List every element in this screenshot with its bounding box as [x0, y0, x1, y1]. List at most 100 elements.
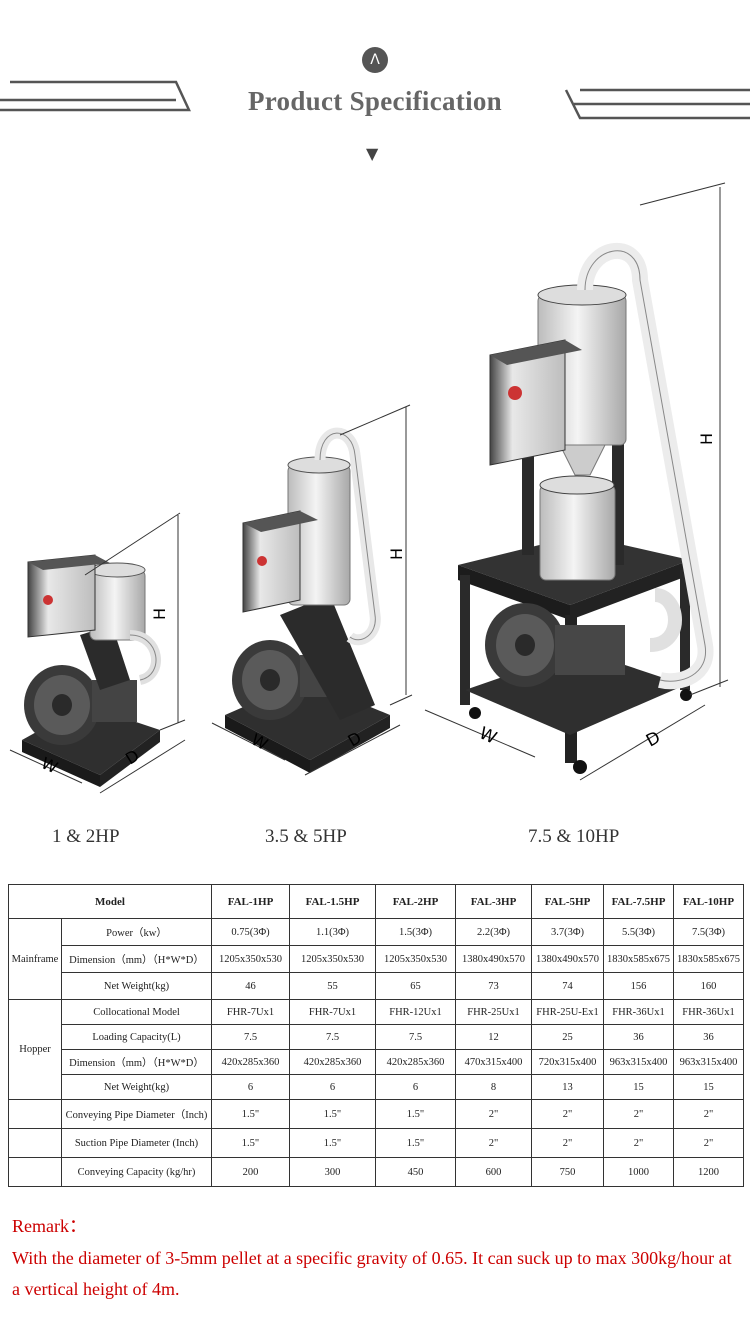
row-label: Conveying Capacity (kg/hr)	[60, 1157, 213, 1187]
table-cell: FHR-25Ux1	[455, 999, 533, 1025]
caption-1-2hp: 1 & 2HP	[52, 826, 120, 847]
table-cell: 1000	[603, 1157, 675, 1187]
table-cell: FHR-12Ux1	[375, 999, 457, 1025]
table-cell: 1.5"	[375, 1128, 457, 1158]
header-decor-lines	[0, 80, 750, 120]
table-cell: 1830x585x675	[673, 945, 745, 973]
dim-label-h-2: H	[387, 548, 406, 560]
table-cell: 2"	[531, 1099, 605, 1129]
dim-label-w-3: W	[476, 723, 500, 748]
remark-title: Remark：	[12, 1216, 87, 1236]
table-cell: 1.5"	[211, 1099, 291, 1129]
row-label: Collocational Model	[60, 999, 213, 1025]
table-cell: 1.5"	[375, 1099, 457, 1129]
machine-7-5-10hp: H W D	[424, 182, 729, 781]
model-name: FAL-10HP	[673, 884, 745, 919]
table-cell: 46	[211, 972, 291, 1000]
table-cell: 6	[211, 1074, 291, 1100]
empty-group-cell	[8, 1128, 62, 1158]
table-cell: 1380x490x570	[455, 945, 533, 973]
table-cell: 3.7(3Φ)	[531, 918, 605, 946]
table-cell: 7.5	[289, 1024, 377, 1050]
table-cell: FHR-36Ux1	[673, 999, 745, 1025]
machine-1-2hp: H W D	[9, 512, 186, 794]
row-label: Power（kw）	[60, 918, 213, 946]
table-cell: 470x315x400	[455, 1049, 533, 1075]
table-row: Conveying Pipe Diameter（Inch)1.5"1.5"1.5…	[8, 1099, 745, 1129]
machine-3-5-5hp: H W D	[211, 404, 413, 776]
table-cell: 200	[211, 1157, 291, 1187]
table-cell: 160	[673, 972, 745, 1000]
row-label: Dimension（mm）（H*W*D）	[60, 1049, 213, 1075]
page-title: Product Specification	[247, 86, 503, 116]
table-cell: 2"	[603, 1128, 675, 1158]
table-cell: 450	[375, 1157, 457, 1187]
model-name: FAL-1HP	[211, 884, 291, 919]
table-cell: 1380x490x570	[531, 945, 605, 973]
table-cell: 1205x350x530	[211, 945, 291, 973]
table-cell: 25	[531, 1024, 605, 1050]
table-cell: 600	[455, 1157, 533, 1187]
model-name: FAL-7.5HP	[603, 884, 675, 919]
table-cell: 36	[603, 1024, 675, 1050]
table-cell: 0.75(3Φ)	[211, 918, 291, 946]
table-cell: 300	[289, 1157, 377, 1187]
row-label: Dimension（mm）（H*W*D）	[60, 945, 213, 973]
table-cell: 750	[531, 1157, 605, 1187]
table-cell: 1.5"	[211, 1128, 291, 1158]
table-cell: 1.5(3Φ)	[375, 918, 457, 946]
table-cell: 15	[673, 1074, 745, 1100]
dim-label-h-3: H	[697, 433, 716, 445]
table-cell: 420x285x360	[211, 1049, 291, 1075]
row-label: Suction Pipe Diameter (Inch)	[60, 1128, 213, 1158]
down-arrow-icon: ▼	[366, 144, 379, 163]
row-label: Loading Capacity(L)	[60, 1024, 213, 1050]
machines-illustration: H W D H W D	[9, 182, 729, 794]
table-cell: 2"	[673, 1099, 745, 1129]
dim-label-h-1: H	[150, 608, 169, 620]
caption-3-5-5hp: 3.5 & 5HP	[265, 826, 347, 847]
table-cell: 1.5"	[289, 1128, 377, 1158]
table-cell: 1.5"	[289, 1099, 377, 1129]
model-name: FAL-3HP	[455, 884, 533, 919]
model-name: FAL-1.5HP	[289, 884, 377, 919]
model-header: Model	[7, 884, 213, 919]
table-cell: 1205x350x530	[375, 945, 457, 973]
table-cell: FHR-7Ux1	[289, 999, 377, 1025]
model-name: FAL-5HP	[531, 884, 605, 919]
table-cell: 2"	[531, 1128, 605, 1158]
row-label: Net Weight(kg)	[60, 972, 213, 1000]
table-cell: 420x285x360	[375, 1049, 457, 1075]
remark-text: With the diameter of 3-5mm pellet at a s…	[12, 1248, 732, 1299]
dim-label-w-1: W	[38, 753, 61, 777]
caption-7-5-10hp: 7.5 & 10HP	[528, 826, 620, 847]
table-cell: 1200	[673, 1157, 745, 1187]
mainframe-label: Mainframe	[8, 918, 62, 1000]
table-cell: FHR-36Ux1	[603, 999, 675, 1025]
table-cell: 1.1(3Φ)	[289, 918, 377, 946]
table-cell: 6	[289, 1074, 377, 1100]
table-cell: 7.5	[375, 1024, 457, 1050]
table-cell: 7.5	[211, 1024, 291, 1050]
table-cell: 73	[455, 972, 533, 1000]
table-cell: 2"	[603, 1099, 675, 1129]
table-cell: 963x315x400	[673, 1049, 745, 1075]
table-cell: FHR-25U-Ex1	[531, 999, 605, 1025]
table-cell: 74	[531, 972, 605, 1000]
table-cell: 15	[603, 1074, 675, 1100]
table-cell: 7.5(3Φ)	[673, 918, 745, 946]
table-cell: 13	[531, 1074, 605, 1100]
table-row: Suction Pipe Diameter (Inch)1.5"1.5"1.5"…	[8, 1128, 745, 1158]
table-cell: 720x315x400	[531, 1049, 605, 1075]
table-cell: 5.5(3Φ)	[603, 918, 675, 946]
table-cell: 36	[673, 1024, 745, 1050]
